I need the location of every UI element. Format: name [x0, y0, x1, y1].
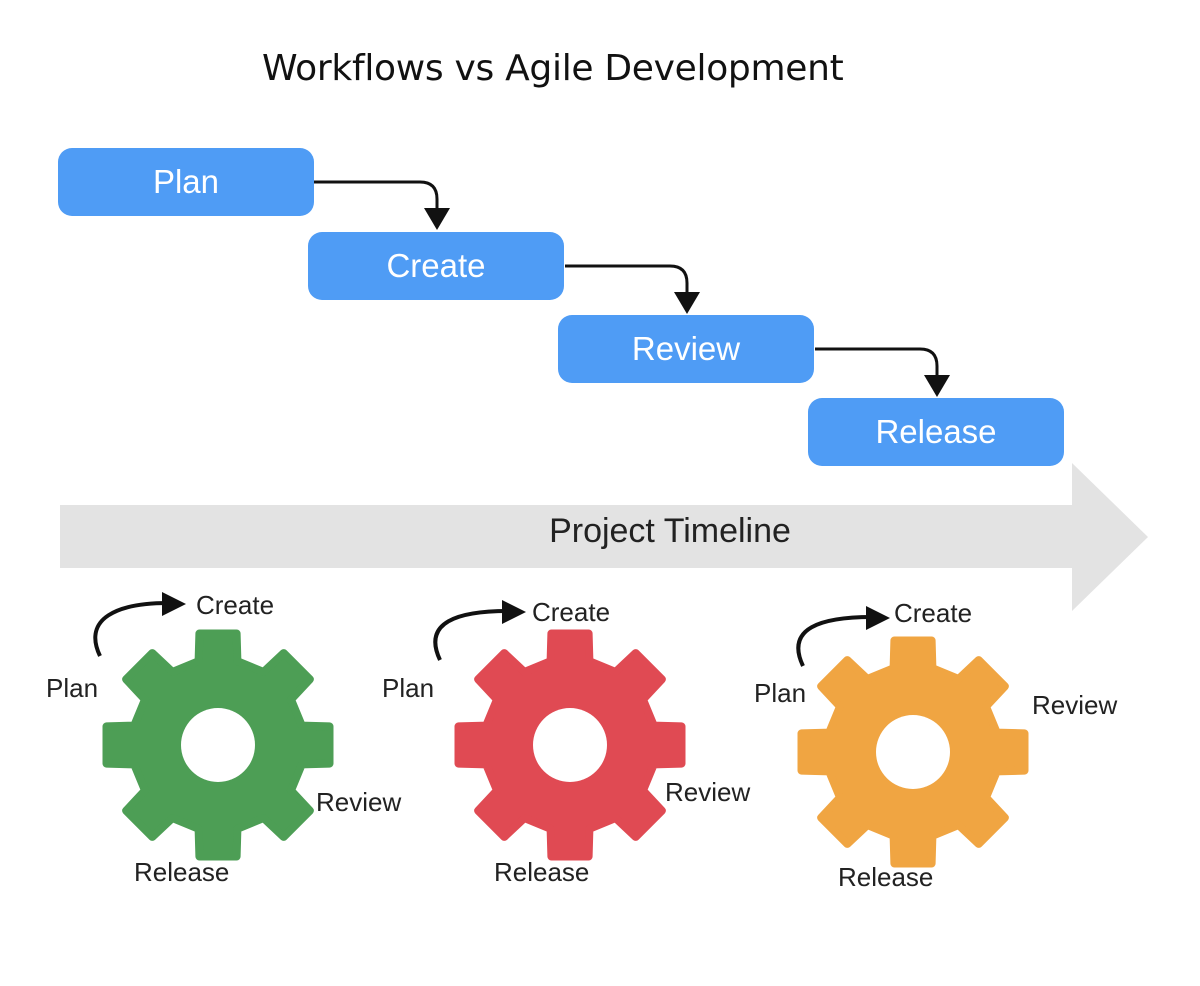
- cycle-3-release-label: Release: [838, 862, 934, 892]
- cycle-2-review-label: Review: [665, 777, 751, 807]
- cycle-arrow-1: [93, 601, 169, 657]
- cycle-arrow-2-head: [502, 600, 526, 624]
- cycle-arrow-3-head: [866, 606, 890, 630]
- timeline-label: Project Timeline: [549, 512, 791, 550]
- gear-3-hole: [876, 715, 950, 789]
- cycle-1-plan-label: Plan: [46, 673, 99, 703]
- connector-plan-create-arrowhead: [424, 208, 450, 230]
- gear-1-hole: [181, 708, 255, 782]
- cycle-3-review-label: Review: [1032, 690, 1118, 720]
- cycle-arrow-3: [796, 615, 873, 667]
- diagram-title: Workflows vs Agile Development: [262, 48, 844, 89]
- step-plan: Plan: [58, 148, 314, 216]
- cycle-arrows: [93, 592, 890, 667]
- connector-review-release-arrowhead: [924, 375, 950, 397]
- step-review: Review: [558, 315, 814, 383]
- step-release: Release: [808, 398, 1064, 466]
- connector-create-review-arrowhead: [674, 292, 700, 314]
- cycle-2-create-label: Create: [532, 597, 611, 627]
- cycle-arrow-2: [433, 609, 509, 661]
- cycle-arrow-1-head: [162, 592, 186, 616]
- gears: [102, 629, 1029, 868]
- connector-create-review: [565, 264, 689, 297]
- cycle-3-plan-label: Plan: [754, 678, 807, 708]
- cycle-3-create-label: Create: [894, 598, 973, 628]
- cycle-2-release-label: Release: [494, 857, 590, 887]
- gear-2-hole: [533, 708, 607, 782]
- cycle-2-plan-label: Plan: [382, 673, 435, 703]
- cycle-1-review-label: Review: [316, 787, 402, 817]
- waterfall-connectors: [314, 180, 950, 397]
- cycle-1-release-label: Release: [134, 857, 230, 887]
- cycle-1-create-label: Create: [196, 590, 275, 620]
- timeline-arrow: [60, 463, 1148, 611]
- step-create: Create: [308, 232, 564, 300]
- connector-plan-create: [314, 180, 439, 213]
- connector-review-release: [815, 347, 939, 380]
